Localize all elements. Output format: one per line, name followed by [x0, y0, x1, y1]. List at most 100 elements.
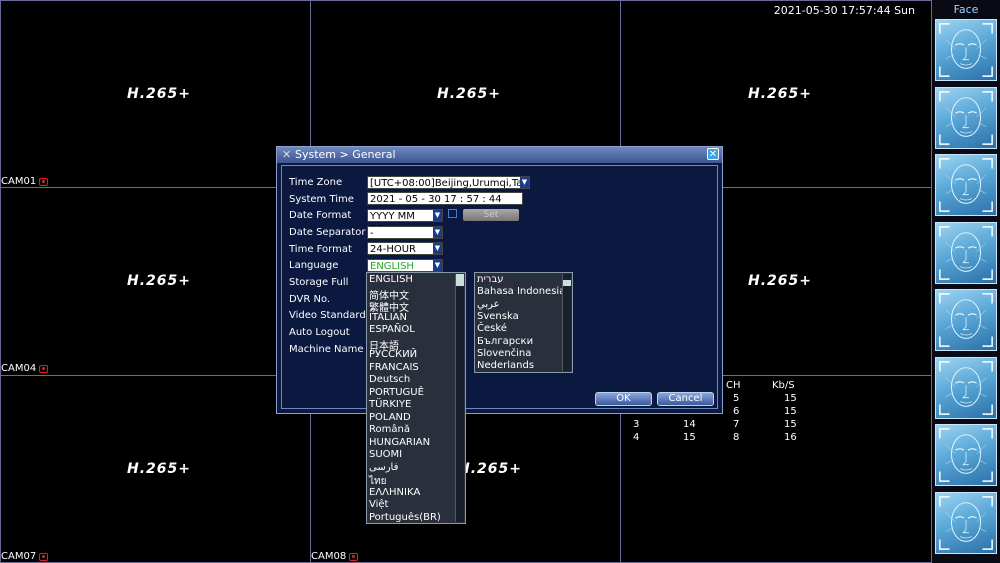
dialog-body: [281, 165, 718, 409]
language-option[interactable]: ESPAÑOL: [369, 324, 415, 335]
date-separator-select[interactable]: - ▼: [367, 226, 443, 239]
stats-cell: 15: [784, 393, 797, 404]
face-thumbnail[interactable]: [935, 289, 997, 351]
language-option[interactable]: 繁體中文: [369, 303, 409, 314]
language-option[interactable]: עברית: [477, 274, 504, 285]
time-format-select[interactable]: 24-HOUR ▼: [367, 242, 443, 255]
language-option[interactable]: FRANCAIS: [369, 361, 419, 373]
tools-icon: ✕: [282, 148, 292, 161]
stats-cell: 7: [733, 419, 740, 430]
face-scan-icon: [939, 90, 993, 145]
language-option[interactable]: РУССКИЙ: [369, 349, 418, 360]
close-button[interactable]: ✕: [707, 148, 719, 160]
face-thumbnail[interactable]: [935, 221, 997, 284]
record-icon: [39, 364, 49, 373]
codec-label: H.265+: [127, 461, 191, 477]
language-option[interactable]: Việt: [369, 499, 389, 510]
label-date-format: Date Format: [289, 210, 352, 221]
cancel-button[interactable]: Cancel: [657, 392, 714, 406]
stats-cell: 6: [733, 406, 740, 417]
language-option[interactable]: Română: [369, 424, 410, 435]
label-machine-name: Machine Name: [289, 344, 364, 355]
face-thumbnail[interactable]: [935, 356, 997, 419]
language-option[interactable]: České: [477, 323, 507, 335]
language-option[interactable]: ENGLISH: [369, 274, 413, 285]
language-option[interactable]: 简体中文: [369, 290, 409, 302]
face-scan-icon: [939, 158, 993, 212]
face-scan-icon: [939, 428, 993, 482]
face-thumbnail[interactable]: [935, 424, 997, 486]
dialog-titlebar[interactable]: ✕ System > General ✕: [277, 147, 722, 163]
language-select[interactable]: ENGLISH ▼: [367, 259, 443, 272]
language-option[interactable]: ΕΛΛΗΝΙΚΑ: [369, 486, 421, 498]
language-option[interactable]: POLAND: [369, 411, 411, 423]
stats-header-ch: CH: [726, 380, 741, 391]
cam-name: CAM08: [311, 551, 347, 562]
date-format-select[interactable]: YYYY MM DD ▼: [367, 209, 443, 235]
stats-header-kbs: Kb/S: [772, 380, 795, 391]
scrollbar[interactable]: [455, 274, 464, 522]
record-icon: [349, 552, 359, 561]
language-option[interactable]: Deutsch: [369, 374, 411, 385]
language-option[interactable]: عربي: [477, 298, 500, 310]
system-time-value: 2021 - 05 - 30 17 : 57 : 44: [370, 194, 502, 205]
language-option[interactable]: 日本語: [369, 340, 399, 352]
cam-label: CAM04: [1, 363, 49, 374]
face-panel: Face: [932, 0, 1000, 563]
set-button[interactable]: Set: [463, 209, 519, 221]
language-option[interactable]: Slovenčina: [477, 347, 532, 359]
scrollbar[interactable]: [562, 274, 571, 371]
face-thumbnail[interactable]: [935, 19, 997, 81]
cam-name: CAM07: [1, 551, 37, 562]
language-option[interactable]: Svenska: [477, 310, 519, 322]
time-zone-value: [UTC+08:00]Beijing,Urumqi,Tai: [370, 178, 526, 189]
cam-label: CAM08: [311, 551, 359, 562]
stats-cell: 15: [784, 406, 797, 417]
label-time-format: Time Format: [289, 244, 352, 255]
chevron-down-icon: ▼: [433, 210, 442, 221]
face-panel-title: Face: [953, 3, 979, 16]
face-scan-icon: [939, 360, 993, 415]
codec-label: H.265+: [748, 86, 812, 102]
stats-cell: 16: [784, 432, 797, 443]
language-option[interactable]: فارسی: [369, 461, 399, 473]
codec-label: H.265+: [748, 273, 812, 289]
language-option[interactable]: Nederlands: [477, 360, 535, 372]
language-option[interactable]: TÜRKIYE: [369, 399, 412, 410]
record-icon: [39, 177, 49, 186]
stats-cell: 15: [784, 419, 797, 430]
scrollbar-thumb[interactable]: [456, 274, 464, 286]
ok-button[interactable]: OK: [595, 392, 652, 406]
language-option[interactable]: HUNGARIAN: [369, 436, 431, 448]
chevron-down-icon: ▼: [520, 177, 529, 188]
codec-label: H.265+: [127, 86, 191, 102]
face-scan-icon: [939, 495, 993, 550]
label-date-separator: Date Separator: [289, 227, 366, 238]
dst-checkbox[interactable]: [448, 209, 457, 218]
system-clock: 2021-05-30 17:57:44 Sun: [773, 4, 915, 17]
face-thumbnail[interactable]: [935, 491, 997, 554]
label-language: Language: [289, 260, 339, 271]
bitrate-stats: CH Kb/S 5 15 6 15 3 14 7 15 4 15 8 16: [620, 380, 820, 450]
record-icon: [39, 552, 49, 561]
language-option[interactable]: ไทย: [369, 476, 387, 487]
face-thumbnail[interactable]: [935, 154, 997, 216]
stats-cell: 3: [633, 419, 640, 430]
cam-label: CAM01: [1, 176, 49, 187]
face-thumbnail[interactable]: [935, 86, 997, 149]
stats-cell: 4: [633, 432, 640, 443]
language-option[interactable]: ITALIAN: [369, 311, 407, 323]
scrollbar-thumb[interactable]: [563, 280, 571, 286]
time-zone-select[interactable]: [UTC+08:00]Beijing,Urumqi,Tai ▼: [367, 176, 530, 189]
chevron-down-icon: ▼: [433, 243, 442, 254]
system-time-input[interactable]: 2021 - 05 - 30 17 : 57 : 44: [367, 192, 523, 205]
codec-label: H.265+: [458, 461, 522, 477]
language-option[interactable]: PORTUGUÊ: [369, 386, 424, 398]
language-option[interactable]: Português(BR): [369, 511, 441, 523]
language-option[interactable]: SUOMI: [369, 449, 403, 460]
language-option[interactable]: Bahasa Indonesia: [477, 286, 566, 298]
language-option[interactable]: Български: [477, 335, 534, 347]
face-scan-icon: [939, 293, 993, 347]
